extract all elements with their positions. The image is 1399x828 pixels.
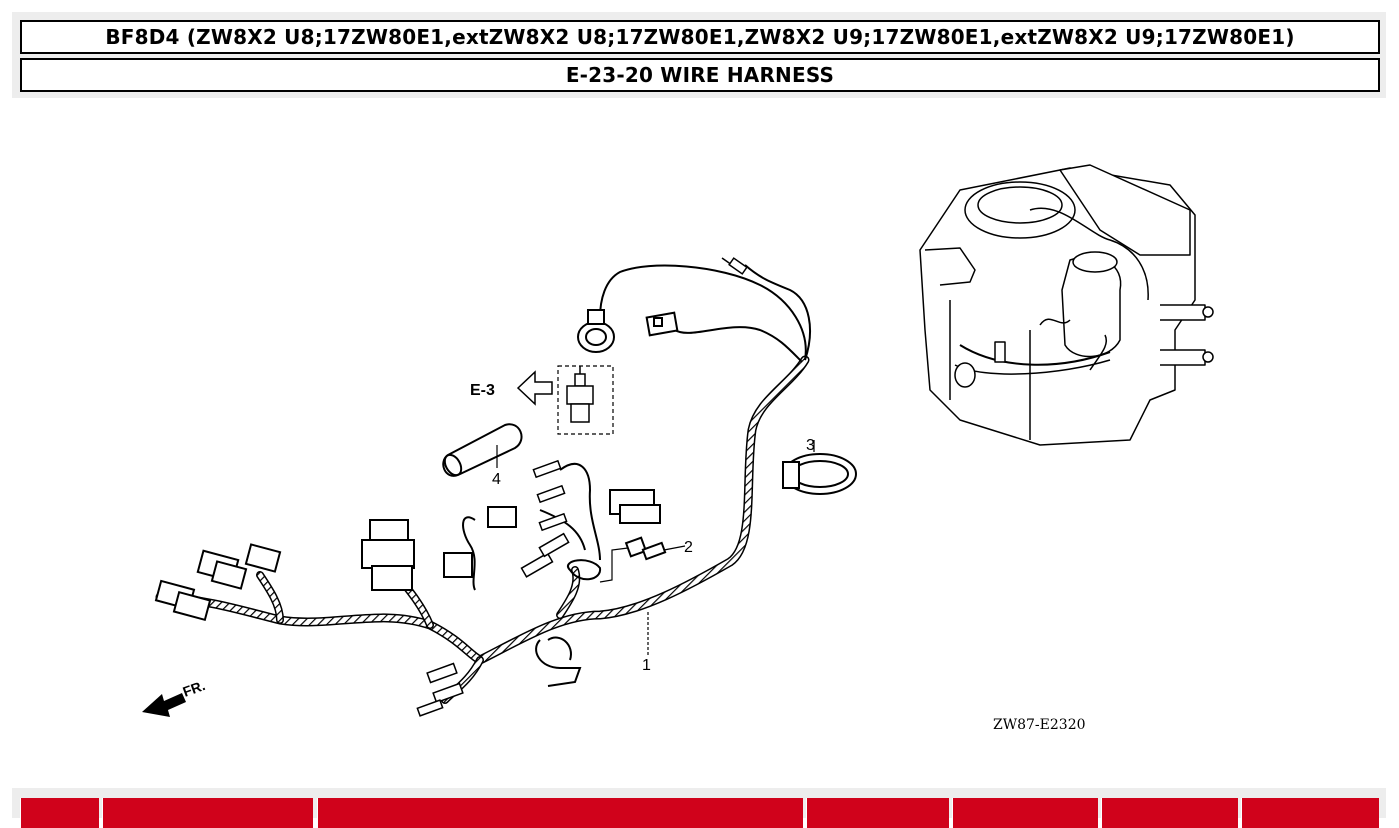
callout-2: 2: [684, 539, 693, 556]
parts-table-header: [12, 788, 1386, 828]
bullet-connectors: [416, 459, 570, 717]
parts-diagram: E-3 4 3: [0, 105, 1399, 785]
upper-wires: [462, 264, 811, 591]
wire-harness-illustration: E-3 4 3: [142, 164, 1214, 733]
front-label: FR.: [181, 677, 208, 700]
callout-3: 3: [806, 437, 815, 454]
front-arrow-icon: [142, 693, 186, 717]
e3-reference: E-3: [470, 365, 614, 435]
ground-terminals: [535, 559, 602, 687]
reference-arrow-icon: [516, 370, 553, 406]
part-4-sleeve: 4: [442, 423, 523, 488]
connector-top: [645, 311, 679, 337]
engine-location-sketch: [919, 164, 1214, 446]
table-header-cell: [1101, 798, 1238, 828]
header-panel: BF8D4 (ZW8X2 U8;17ZW80E1,extZW8X2 U8;17Z…: [12, 12, 1386, 98]
callout-1: 1: [642, 657, 651, 674]
model-title: BF8D4 (ZW8X2 U8;17ZW80E1,extZW8X2 U8;17Z…: [20, 20, 1380, 54]
oil-pressure-switch: [566, 366, 594, 423]
table-header-cell: [20, 798, 99, 828]
grommet: [577, 309, 615, 353]
section-title: E-23-20 WIRE HARNESS: [20, 58, 1380, 92]
part-3-clamp: 3: [782, 437, 857, 495]
switch-dashed-box: [557, 365, 614, 435]
part-2-bolt: 2: [599, 536, 693, 583]
table-header-cell: [1241, 798, 1379, 828]
callout-1-group: 1: [642, 612, 651, 674]
group-reference-label: E-3: [470, 382, 495, 399]
callout-4: 4: [492, 471, 501, 488]
front-indicator: FR.: [142, 677, 207, 717]
table-header-cell: [102, 798, 313, 828]
diagram-reference-code: ZW87-E2320: [993, 717, 1086, 733]
sensor-probe-top: [721, 257, 748, 275]
connector-cluster: [154, 489, 661, 622]
main-harness: [155, 355, 810, 704]
table-header-cell: [317, 798, 803, 828]
table-header-cell: [806, 798, 949, 828]
table-header-cell: [952, 798, 1098, 828]
